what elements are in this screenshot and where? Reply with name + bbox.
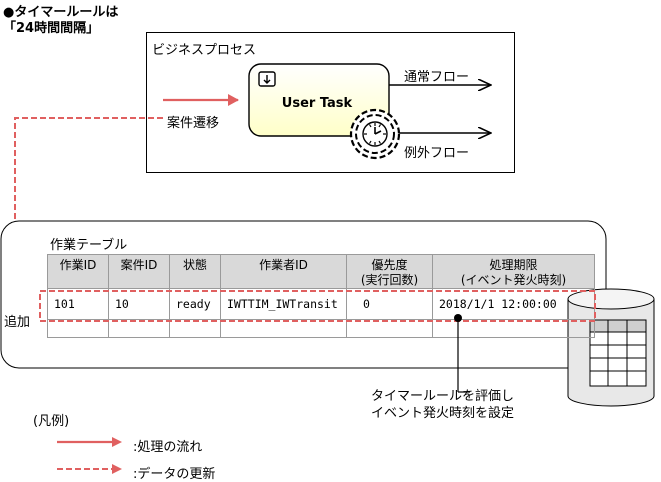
timer-event-icon	[349, 108, 401, 160]
table-cell: IWTTIM_IWTransit	[220, 288, 347, 320]
user-task-label: User Task	[281, 96, 353, 111]
column-header: 状態	[169, 254, 221, 289]
table-cell: 10	[108, 288, 170, 320]
add-label: 追加	[4, 315, 31, 330]
timer-note-line-1: タイマールールを評価し	[371, 389, 515, 404]
legend-process-label: :処理の流れ	[133, 440, 203, 455]
task-type-icon	[258, 71, 276, 87]
column-header: 作業者ID	[220, 254, 347, 289]
business-process-label: ビジネスプロセス	[152, 43, 257, 58]
data-update-path	[14, 117, 163, 305]
column-header: 処理期限(イベント発火時刻)	[432, 254, 595, 289]
legend-data-label: :データの更新	[133, 467, 216, 482]
header-title: ●タイマールールは	[3, 5, 119, 20]
table-row-empty	[47, 319, 595, 338]
work-table-title: 作業テーブル	[50, 238, 128, 253]
normal-flow-label: 通常フロー	[404, 70, 470, 85]
table-header-row: 作業ID 案件ID 状態 作業者ID 優先度(実行回数) 処理期限(イベント発火…	[47, 254, 595, 289]
table-cell: ready	[169, 288, 221, 320]
timer-note-line-2: イベント発火時刻を設定	[371, 406, 515, 421]
work-table: 作業ID 案件ID 状態 作業者ID 優先度(実行回数) 処理期限(イベント発火…	[47, 254, 595, 338]
column-header: 作業ID	[47, 254, 109, 289]
table-row: 101 10 ready IWTTIM_IWTransit 0 2018/1/1…	[47, 288, 595, 320]
exception-flow-label: 例外フロー	[404, 146, 470, 161]
header-subtitle: 「24時間間隔」	[3, 21, 100, 36]
legend-title: (凡例)	[33, 414, 70, 429]
user-task-box	[248, 63, 390, 137]
case-transition-label: 案件遷移	[165, 112, 222, 131]
column-header: 優先度(実行回数)	[346, 254, 433, 289]
row-highlight	[39, 290, 596, 322]
